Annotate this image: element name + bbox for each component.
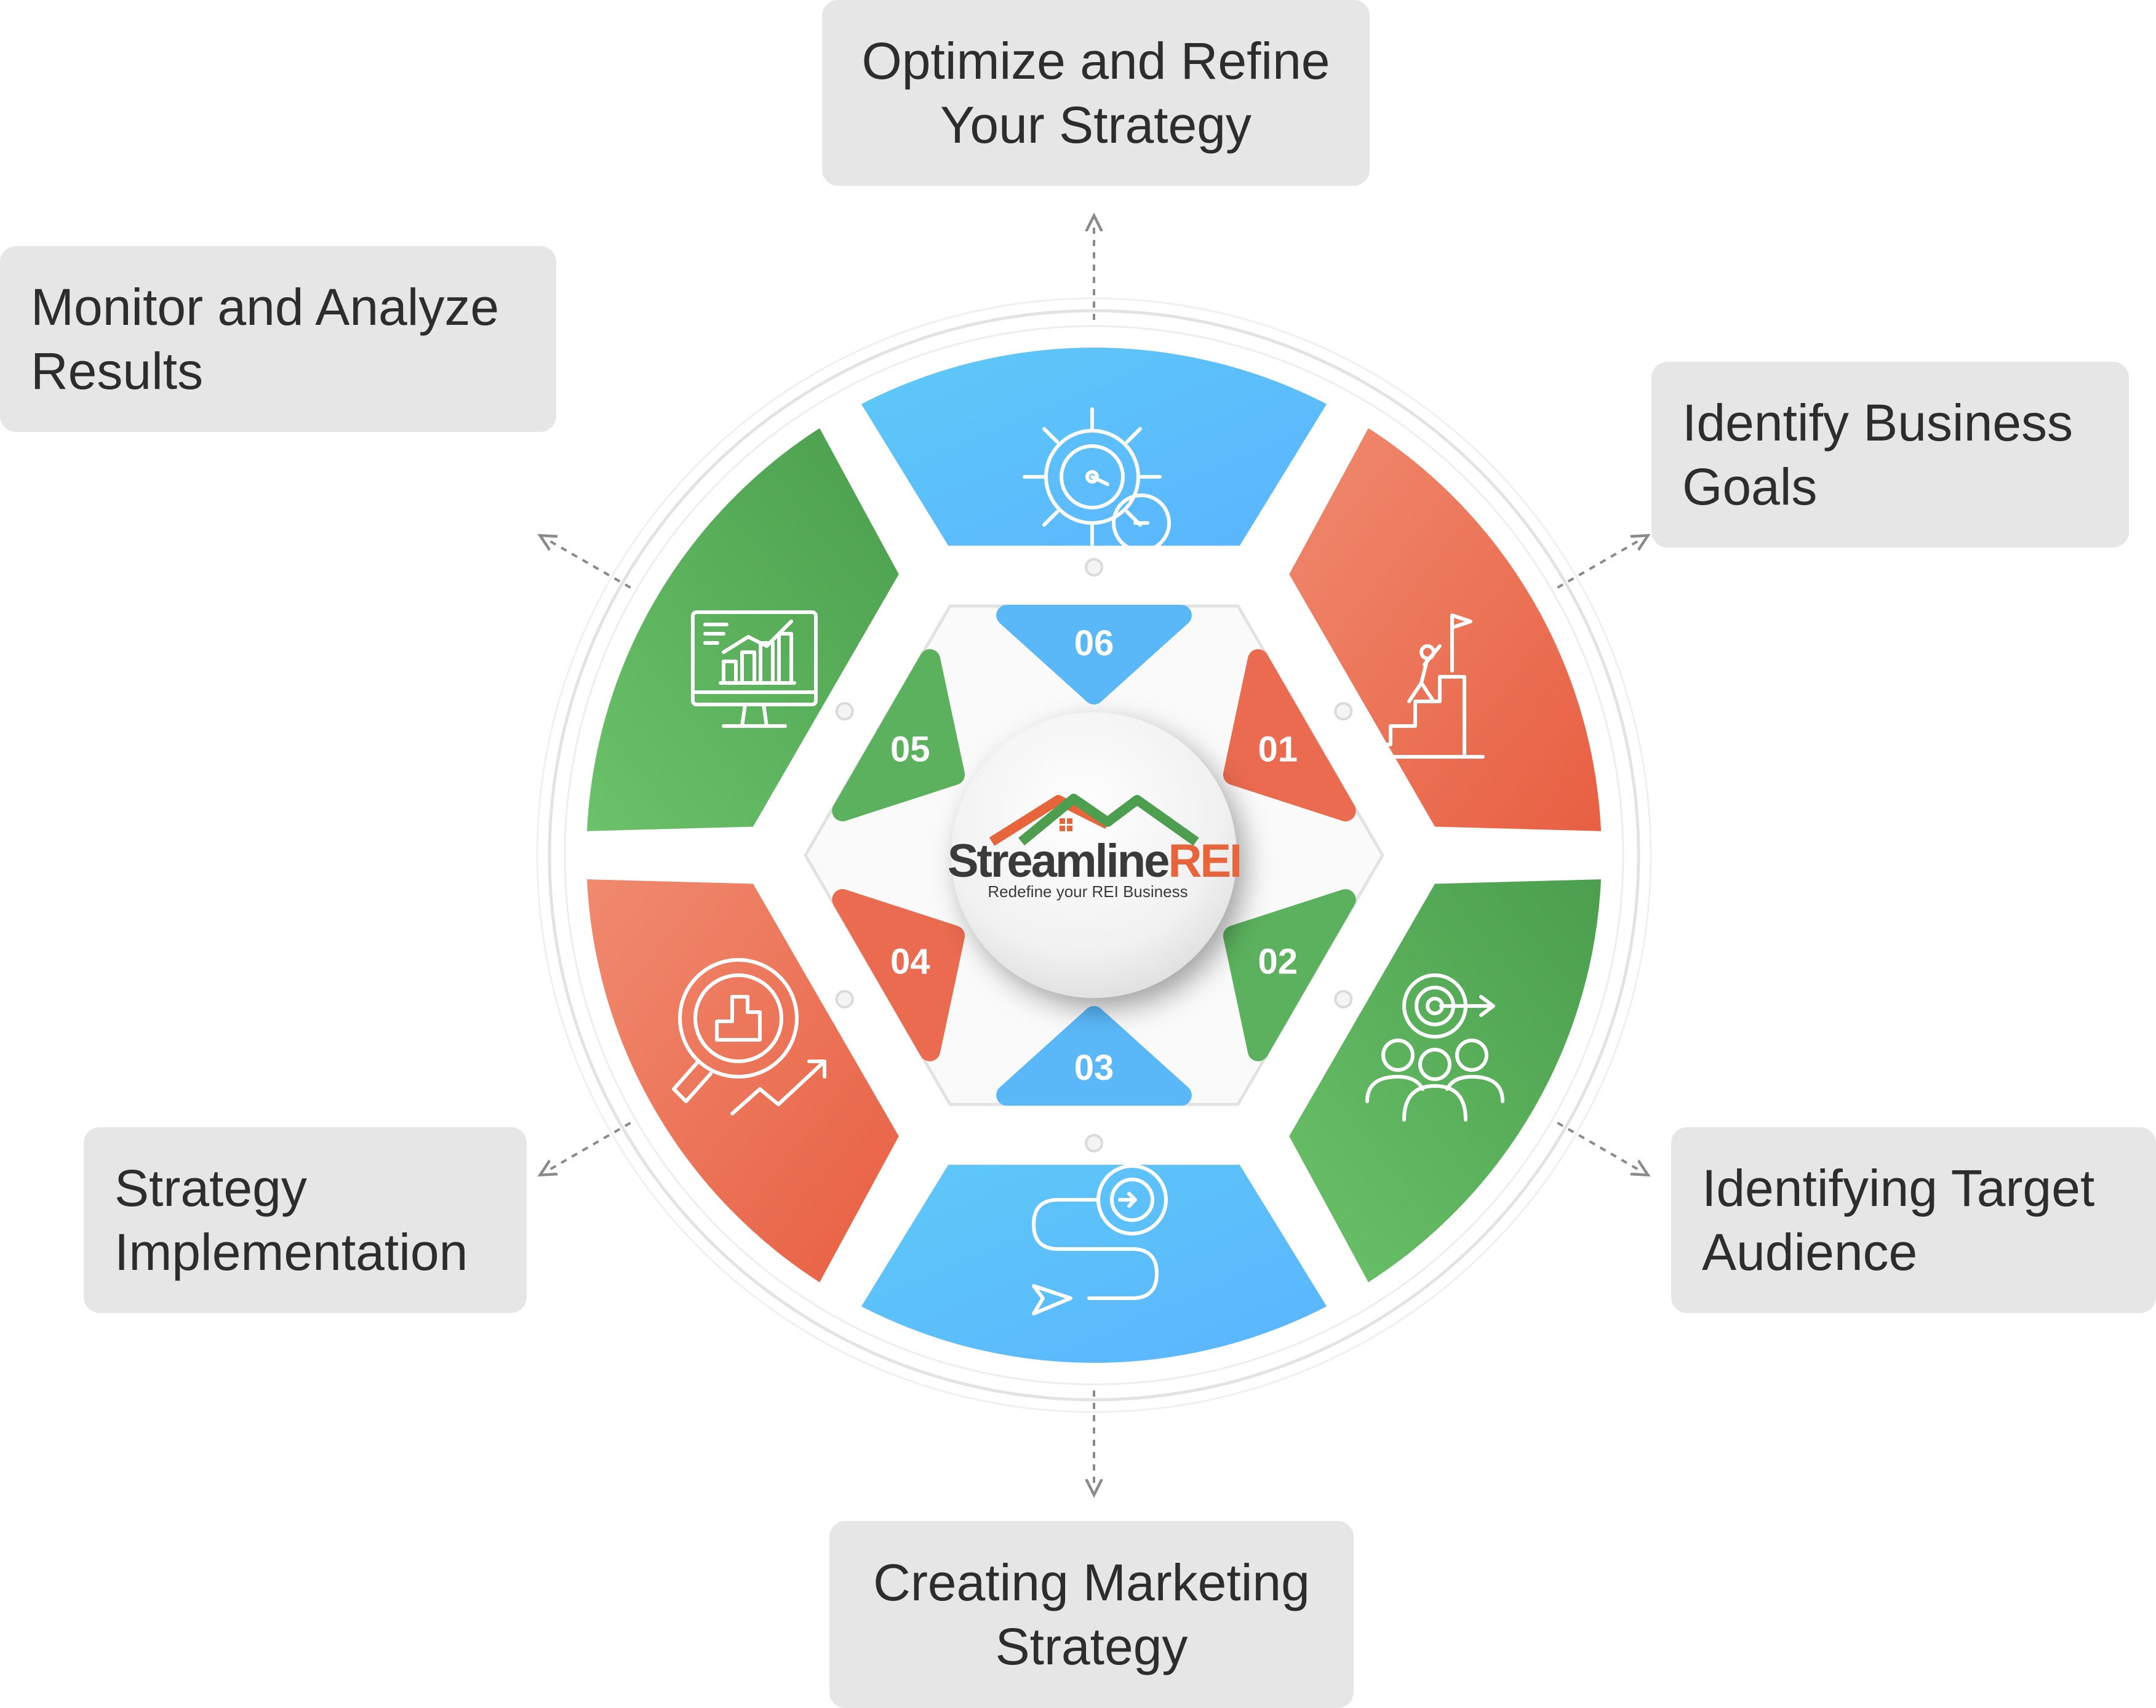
outer-ring [536,297,1652,1413]
inner-triangles-group [832,605,1356,1106]
label-step-03-line-2: Strategy [995,1618,1188,1675]
target-audience-icon [1365,973,1504,1122]
outer-ring-3 [564,325,1624,1386]
inner-triangle-step-02 [1223,889,1356,1061]
hex-dot [835,702,854,720]
segment-step-01 [1282,420,1608,837]
strategy-path-icon [1032,1164,1168,1315]
label-step-05-line-2: Results [31,342,204,400]
label-step-04: Strategy Implementation [84,1127,527,1313]
step-numbers-group: 01 02 03 04 05 06 [890,623,1298,1088]
segment-step-02 [1282,873,1608,1290]
hex-dot [1334,990,1353,1008]
label-step-03: Creating Marketing Strategy [829,1521,1354,1708]
label-step-06: Optimize and Refine Your Strategy [822,0,1370,186]
segment-step-03 [853,1159,1335,1369]
label-step-03-line-1: Creating Marketing [873,1554,1310,1611]
segment-step-04 [580,873,906,1290]
step-number-06: 06 [1074,623,1114,663]
connector-arrow-step-04 [545,1122,631,1172]
label-step-02-line-1: Identifying Target [1702,1159,2095,1217]
hex-dots-group [835,558,1353,1152]
hex-dot [1085,558,1103,577]
house-roof-logo-icon [989,794,1199,846]
label-step-04-line-1: Strategy [114,1159,307,1217]
segment-step-05 [580,420,906,837]
label-step-05-line-1: Monitor and Analyze [31,278,500,336]
label-step-01-line-2: Goals [1682,458,1818,516]
inner-triangle-step-06 [996,605,1192,704]
hex-dot [1334,702,1353,720]
analytics-magnifier-icon [672,958,826,1115]
label-step-01-line-1: Identify Business [1682,394,2074,452]
label-step-02-line-2: Audience [1702,1223,1918,1281]
center-hub: StreamlineREI Redefine your REI Business [948,712,1242,998]
connector-arrow-step-05 [545,538,631,589]
step-number-04: 04 [890,942,930,982]
label-step-01: Identify Business Goals [1651,362,2129,548]
label-step-06-line-2: Your Strategy [940,96,1252,154]
hex-dot [1085,1134,1103,1152]
step-number-03: 03 [1074,1048,1114,1088]
gear-speed-icon [1023,407,1171,553]
hex-dot [835,990,854,1008]
goal-flag-climb-icon [1364,613,1485,759]
step-number-01: 01 [1258,730,1298,770]
label-step-04-line-2: Implementation [114,1223,468,1281]
segments-group [580,341,1608,1369]
inner-triangle-step-04 [832,889,965,1061]
inner-triangle-step-01 [1223,649,1356,821]
brand-name: StreamlineREI [948,835,1240,887]
inner-triangle-step-05 [832,649,965,821]
connector-arrow-step-01 [1557,538,1643,589]
label-step-05: Monitor and Analyze Results [0,246,556,432]
step-number-05: 05 [890,730,930,770]
connectors-group [545,221,1643,1489]
label-step-06-line-1: Optimize and Refine [861,32,1330,90]
connector-arrow-step-02 [1557,1122,1643,1172]
monitor-chart-icon [691,610,818,728]
inner-triangle-step-03 [996,1006,1192,1106]
label-step-02: Identifying Target Audience [1671,1127,2156,1313]
brand-tagline: Redefine your REI Business [988,882,1188,901]
step-number-02: 02 [1258,942,1298,982]
